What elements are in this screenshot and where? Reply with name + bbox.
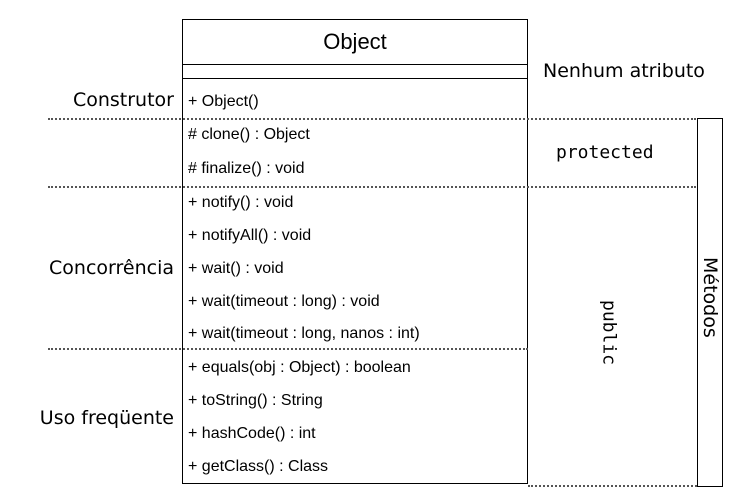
visibility-protected: protected <box>556 142 654 163</box>
visibility-public: public <box>598 299 620 366</box>
group-label-construtor: Construtor <box>72 89 174 111</box>
operation-notifyall: + notifyAll() : void <box>188 227 312 244</box>
attributes-note: Nenhum atributo <box>543 60 705 82</box>
attributes-top-divider <box>182 64 528 65</box>
group-label-uso-frequente: Uso freqüente <box>39 407 174 429</box>
operation-getclass: + getClass() : Class <box>188 458 329 475</box>
separator-constructor-protected <box>48 118 696 120</box>
operation-wait: + wait() : void <box>188 260 284 277</box>
metodos-bracket <box>697 118 723 487</box>
operation-clone: # clone() : Object <box>188 126 310 143</box>
separator-protected-public <box>48 186 696 188</box>
operation-wait-timeout: + wait(timeout : long) : void <box>188 293 380 310</box>
class-name: Object <box>323 29 387 54</box>
operations-top-divider <box>182 78 528 79</box>
metodos-label: Métodos <box>699 257 721 338</box>
operation-notify: + notify() : void <box>188 194 294 211</box>
separator-concurrency-usage <box>48 348 528 350</box>
operation-constructor: + Object() <box>188 93 259 110</box>
operation-equals: + equals(obj : Object) : boolean <box>188 359 411 376</box>
separator-bottom-right <box>528 485 697 487</box>
uml-class-box <box>182 19 528 484</box>
operation-finalize: # finalize() : void <box>188 160 305 177</box>
group-label-concorrencia: Concorrência <box>49 257 174 279</box>
operation-hashcode: + hashCode() : int <box>188 425 316 442</box>
operation-tostring: + toString() : String <box>188 392 323 409</box>
operation-wait-timeout-nanos: + wait(timeout : long, nanos : int) <box>188 325 420 342</box>
